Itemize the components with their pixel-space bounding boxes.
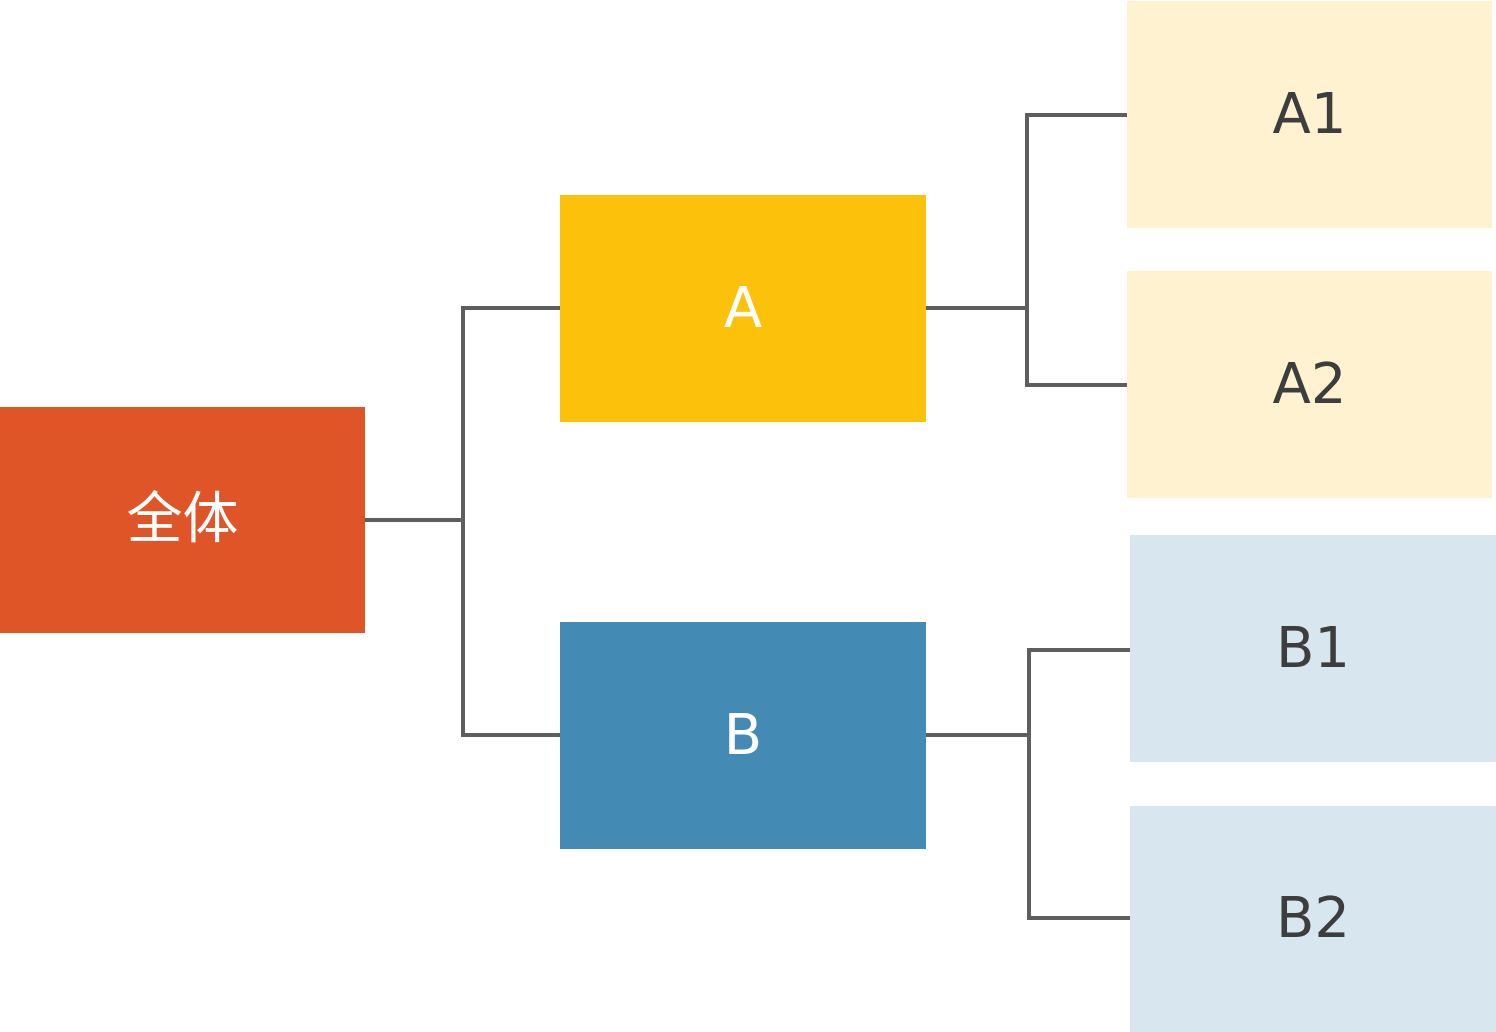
branch-node-a-label: A (723, 275, 763, 341)
leaf-node-a2: A2 (1127, 271, 1492, 498)
root-node: 全体 (0, 407, 365, 633)
leaf-node-b1-label: B1 (1275, 615, 1351, 681)
branch-node-b-label: B (723, 702, 763, 768)
connector-root-branches (461, 306, 563, 737)
connector-a-children (1025, 113, 1127, 387)
leaf-node-b1: B1 (1130, 535, 1496, 762)
leaf-node-a1-label: A1 (1272, 81, 1347, 147)
leaf-node-a1: A1 (1127, 1, 1492, 228)
connector-b-children (1027, 648, 1130, 920)
root-node-label: 全体 (126, 487, 239, 552)
branch-node-b: B (560, 622, 926, 849)
branch-node-a: A (560, 195, 926, 422)
leaf-node-b2-label: B2 (1275, 886, 1351, 951)
leaf-node-b2: B2 (1130, 806, 1496, 1032)
leaf-node-a2-label: A2 (1272, 351, 1347, 417)
